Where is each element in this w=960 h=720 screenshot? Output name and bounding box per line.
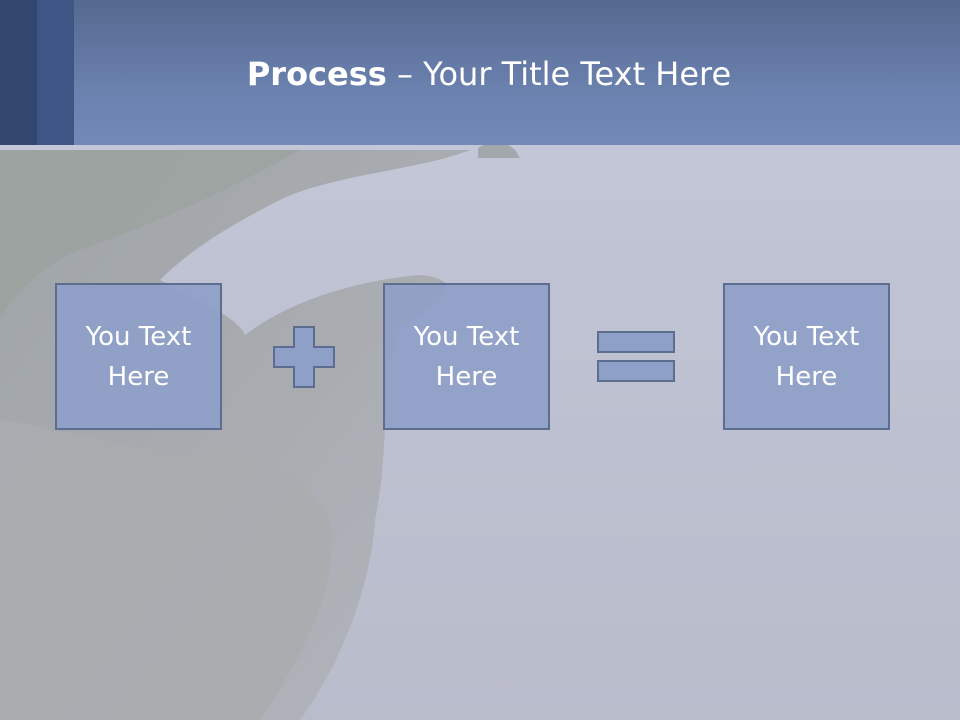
process-box-2: You Text Here — [383, 283, 550, 430]
plus-icon — [273, 326, 335, 388]
title-bar: Process – Your Title Text Here — [0, 0, 960, 145]
process-box-3: You Text Here — [723, 283, 890, 430]
process-box-3-text: You Text Here — [753, 321, 860, 392]
equals-icon — [597, 331, 675, 382]
process-box-2-text: You Text Here — [413, 321, 520, 392]
slide-title: Process – Your Title Text Here — [74, 52, 904, 96]
process-box-1-text: You Text Here — [85, 321, 192, 392]
accent-stripe-mid — [37, 0, 74, 145]
title-bold: Process — [246, 55, 387, 93]
process-box-1: You Text Here — [55, 283, 222, 430]
title-rest: – Your Title Text Here — [386, 55, 732, 93]
accent-stripe-dark — [0, 0, 37, 145]
